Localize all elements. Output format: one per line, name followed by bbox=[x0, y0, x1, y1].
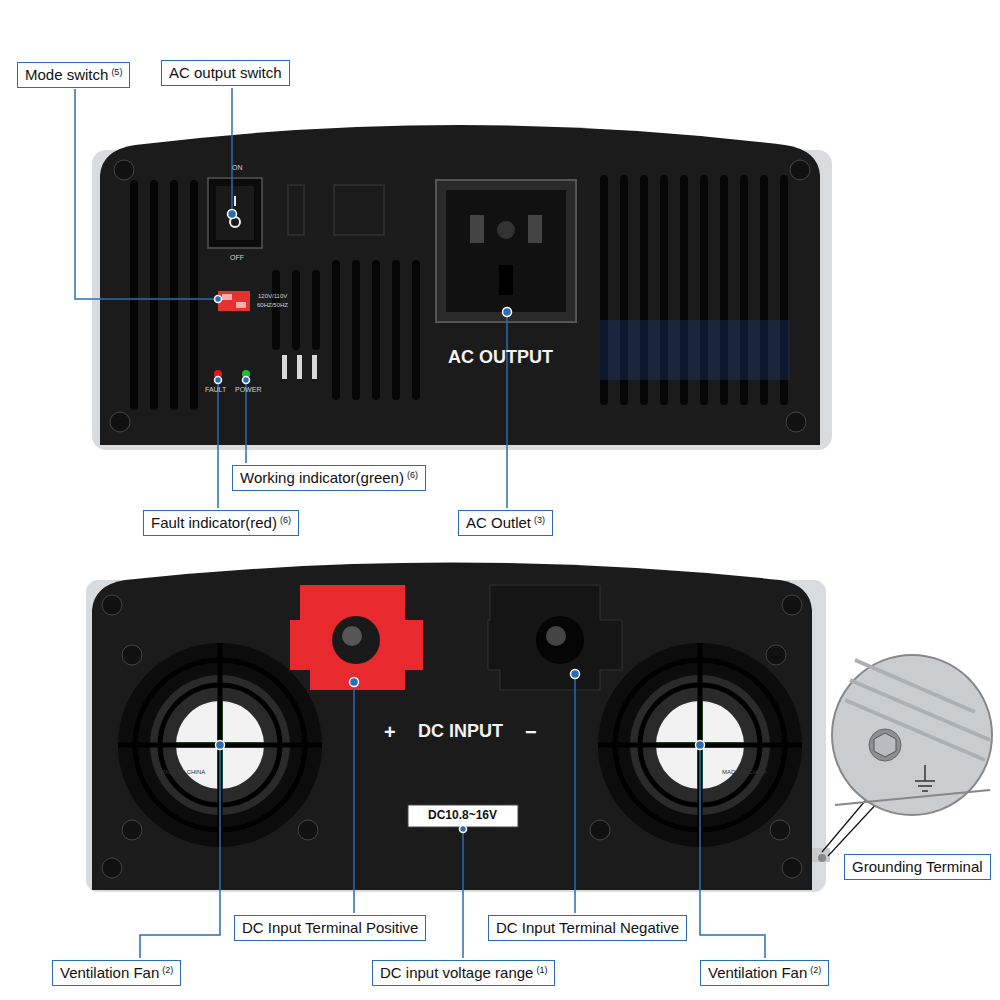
callout-box: Working indicator(green)(6) bbox=[232, 465, 426, 491]
panel-marking: ON bbox=[232, 164, 243, 172]
callout-number: (6) bbox=[280, 515, 291, 525]
callout-label: Ventilation Fan bbox=[708, 964, 807, 981]
callout-label: Ventilation Fan bbox=[60, 964, 159, 981]
callout-box: Grounding Terminal bbox=[844, 854, 991, 880]
callout-box: DC Input Terminal Negative bbox=[488, 915, 687, 941]
panel-marking: DC10.8~16V bbox=[428, 809, 497, 822]
leader-lines bbox=[75, 88, 765, 958]
panel-marking: FAULT bbox=[205, 386, 226, 394]
callout-number: (1) bbox=[536, 965, 547, 975]
callout-label: DC Input Terminal Negative bbox=[496, 919, 679, 936]
callout-box: Mode switch(5) bbox=[17, 62, 130, 88]
callout-label: Fault indicator(red) bbox=[151, 514, 277, 531]
callout-label: AC Outlet bbox=[466, 514, 531, 531]
leader-dots bbox=[215, 210, 705, 833]
callout-label: AC output switch bbox=[169, 64, 282, 81]
panel-marking: + bbox=[384, 721, 396, 743]
callout-label: Grounding Terminal bbox=[852, 858, 983, 875]
callout-number: (5) bbox=[111, 67, 122, 77]
panel-marking: − bbox=[525, 721, 537, 743]
front-panel bbox=[92, 125, 832, 450]
grounding-inset bbox=[812, 655, 992, 862]
callout-number: (2) bbox=[162, 965, 173, 975]
callout-box: AC Outlet(3) bbox=[458, 510, 553, 536]
callout-box: DC Input Terminal Positive bbox=[234, 915, 426, 941]
callout-label: DC Input Terminal Positive bbox=[242, 919, 418, 936]
callout-number: (2) bbox=[810, 965, 821, 975]
callout-box: Fault indicator(red)(6) bbox=[143, 510, 299, 536]
callout-box: Ventilation Fan(2) bbox=[52, 960, 181, 986]
panel-marking: MADE IN CHINA bbox=[722, 769, 767, 776]
panel-marking: AC OUTPUT bbox=[448, 348, 553, 368]
panel-marking: DC INPUT bbox=[418, 722, 503, 742]
callout-number: (3) bbox=[534, 515, 545, 525]
callout-number: (6) bbox=[407, 470, 418, 480]
callout-box: Ventilation Fan(2) bbox=[700, 960, 829, 986]
panel-marking: 120V/110V bbox=[258, 293, 287, 300]
rear-panel bbox=[86, 563, 826, 893]
callout-label: Mode switch bbox=[25, 66, 108, 83]
callout-label: Working indicator(green) bbox=[240, 469, 404, 486]
callout-box: DC input voltage range(1) bbox=[372, 960, 555, 986]
callout-label: DC input voltage range bbox=[380, 964, 533, 981]
panel-marking: 60HZ/50HZ bbox=[257, 302, 288, 309]
panel-marking: MADE IN CHINA bbox=[160, 769, 205, 776]
callout-box: AC output switch bbox=[161, 60, 290, 86]
panel-marking: OFF bbox=[230, 254, 244, 262]
panel-marking: POWER bbox=[235, 386, 261, 394]
